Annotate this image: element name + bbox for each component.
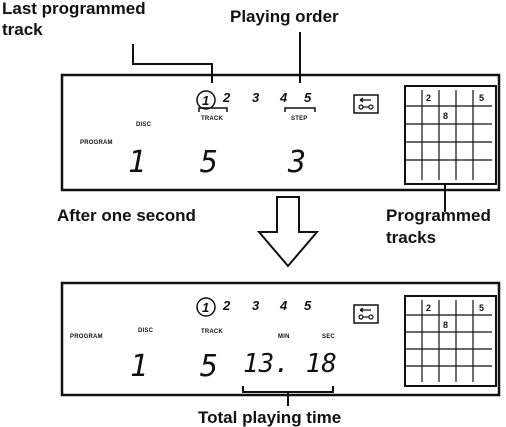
program-grid-frame: [404, 85, 497, 185]
grid-cell-8: 8: [443, 320, 448, 330]
program-indicator: PROGRAM: [80, 140, 113, 146]
grid-cell-5: 5: [479, 303, 484, 313]
track-label: TRACK: [201, 329, 223, 335]
track-label: TRACK: [201, 116, 223, 122]
step-value: 3: [287, 145, 306, 180]
down-arrow-icon: [256, 196, 320, 268]
caption-programmed-line1: Programmed: [386, 206, 491, 225]
display-panel-top: PROGRAM DISC 1 1 2 3 4 5 TRACK 5 STEP 3: [60, 73, 501, 192]
caption-after-one-second: After one second: [57, 206, 196, 225]
caption-total-playing-time: Total playing time: [198, 408, 341, 427]
caption-last-programmed-line2: track: [2, 20, 43, 39]
program-grid-frame: [404, 295, 497, 387]
track-bracket: [198, 107, 228, 112]
track-1-circle: [196, 297, 216, 317]
caption-last-programmed-line1: Last programmed: [2, 0, 146, 18]
min-label: MIN: [278, 334, 290, 340]
track-value: 5: [200, 349, 218, 384]
caption-playing-order: Playing order: [230, 7, 339, 26]
display-panel-bottom: PROGRAM DISC 1 1 2 3 4 5 TRACK 5 MIN SEC…: [60, 281, 501, 397]
total-time-value: 13. 18: [243, 349, 337, 379]
display-frame: [60, 281, 501, 397]
time-bracket: [242, 386, 334, 393]
program-grid: 2 5 8: [404, 85, 497, 185]
track-number-5: 5: [304, 298, 312, 313]
track-number-1: 1: [202, 300, 209, 315]
track-number-4: 4: [279, 298, 288, 313]
track-number-3: 3: [252, 90, 260, 105]
grid-cell-8: 8: [443, 111, 448, 121]
caption-programmed-line2: tracks: [386, 228, 436, 247]
cassette-icon: [353, 94, 379, 114]
program-grid: 2 5 8: [404, 295, 497, 387]
display-frame: [60, 73, 501, 192]
sec-label: SEC: [322, 334, 335, 340]
track-number-1: 1: [202, 93, 209, 108]
program-grid-cells: [405, 300, 492, 382]
track-number-5: 5: [304, 90, 312, 105]
step-label: STEP: [291, 116, 307, 122]
disc-label: DISC: [138, 328, 154, 334]
grid-cell-2: 2: [426, 303, 431, 313]
disc-number: 1: [130, 349, 148, 384]
step-bracket: [284, 107, 316, 112]
grid-cell-5: 5: [479, 93, 484, 103]
track-number-3: 3: [252, 298, 260, 313]
disc-label: DISC: [136, 122, 152, 128]
track-number-4: 4: [279, 90, 288, 105]
track-1-circle: [196, 90, 216, 110]
leader-last-programmed: [132, 44, 213, 83]
grid-cell-2: 2: [426, 93, 431, 103]
cassette-icon: [353, 304, 379, 324]
track-number-2: 2: [222, 298, 231, 313]
track-value: 5: [200, 145, 218, 180]
track-number-2: 2: [222, 90, 231, 105]
disc-number: 1: [128, 145, 146, 180]
program-grid-cells: [405, 90, 492, 180]
program-indicator: PROGRAM: [70, 334, 103, 340]
